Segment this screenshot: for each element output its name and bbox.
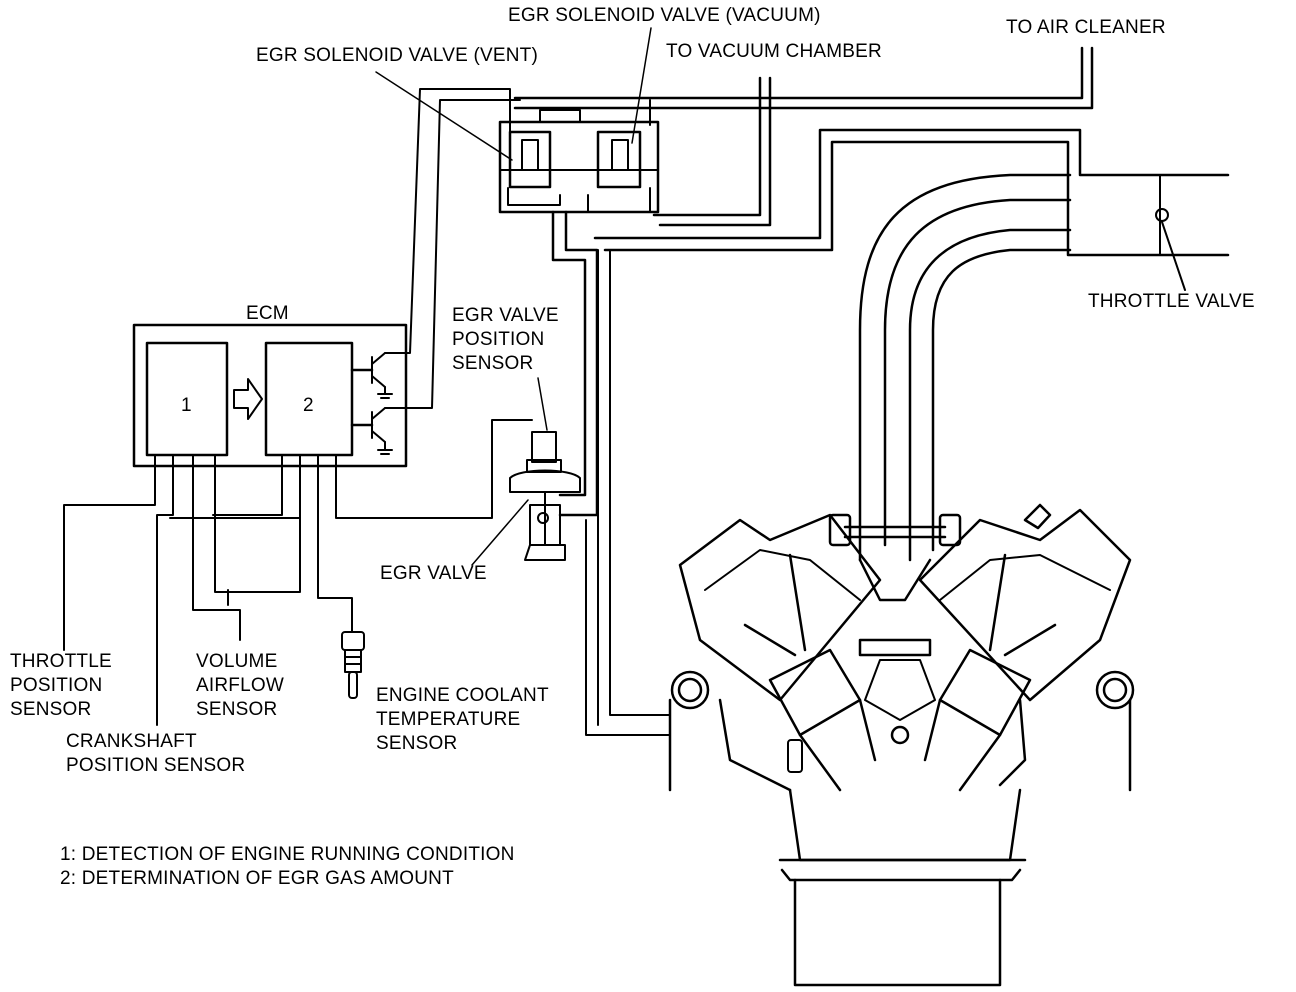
hoses bbox=[513, 46, 1230, 791]
throttle-position-sensor-label: THROTTLE POSITION SENSOR bbox=[10, 651, 112, 720]
ecm-block-1-label: 1 bbox=[181, 395, 192, 416]
to-air-cleaner-label: TO AIR CLEANER bbox=[1006, 17, 1166, 38]
sensor-wires bbox=[63, 419, 533, 726]
engine-block-icon bbox=[668, 503, 1135, 987]
egr-valve-label: EGR VALVE bbox=[380, 563, 487, 584]
volume-airflow-sensor-label: VOLUME AIRFLOW SENSOR bbox=[196, 651, 284, 720]
ecm-block-2 bbox=[264, 341, 354, 457]
legend-line-1: 1: DETECTION OF ENGINE RUNNING CONDITION bbox=[60, 844, 515, 865]
leader-lines bbox=[375, 27, 652, 161]
ecm-transistor-2 bbox=[371, 407, 393, 455]
coolant-temp-sensor-icon bbox=[341, 631, 365, 699]
ecm-arrow-icon bbox=[233, 378, 263, 420]
crankshaft-position-sensor-label: CRANKSHAFT POSITION SENSOR bbox=[66, 731, 246, 776]
ecm-block-1 bbox=[145, 341, 229, 457]
throttle-valve-label: THROTTLE VALVE bbox=[1088, 291, 1255, 312]
egr-valve-leader bbox=[471, 499, 529, 566]
ecm-label: ECM bbox=[246, 303, 289, 324]
legend-line-2: 2: DETERMINATION OF EGR GAS AMOUNT bbox=[60, 868, 454, 889]
egr-solenoid-vent-label: EGR SOLENOID VALVE (VENT) bbox=[256, 45, 538, 66]
egr-valve-icon bbox=[509, 431, 581, 561]
ecm-block-2-label: 2 bbox=[303, 395, 314, 416]
solenoid-valve-assembly bbox=[498, 109, 660, 214]
egr-valve-position-sensor-label: EGR VALVE POSITION SENSOR bbox=[452, 305, 559, 374]
solenoid-wires bbox=[384, 88, 521, 409]
to-vacuum-chamber-label: TO VACUUM CHAMBER bbox=[666, 41, 882, 62]
intake-runners bbox=[858, 173, 1072, 562]
egr-position-sensor-leader bbox=[537, 377, 548, 431]
ecm-box bbox=[132, 323, 408, 468]
throttle-valve-icon bbox=[1155, 174, 1186, 291]
egr-solenoid-vacuum-label: EGR SOLENOID VALVE (VACUUM) bbox=[508, 5, 821, 26]
ecm-transistor-1 bbox=[371, 352, 393, 399]
engine-coolant-temperature-sensor-label: ENGINE COOLANT TEMPERATURE SENSOR bbox=[376, 685, 549, 754]
